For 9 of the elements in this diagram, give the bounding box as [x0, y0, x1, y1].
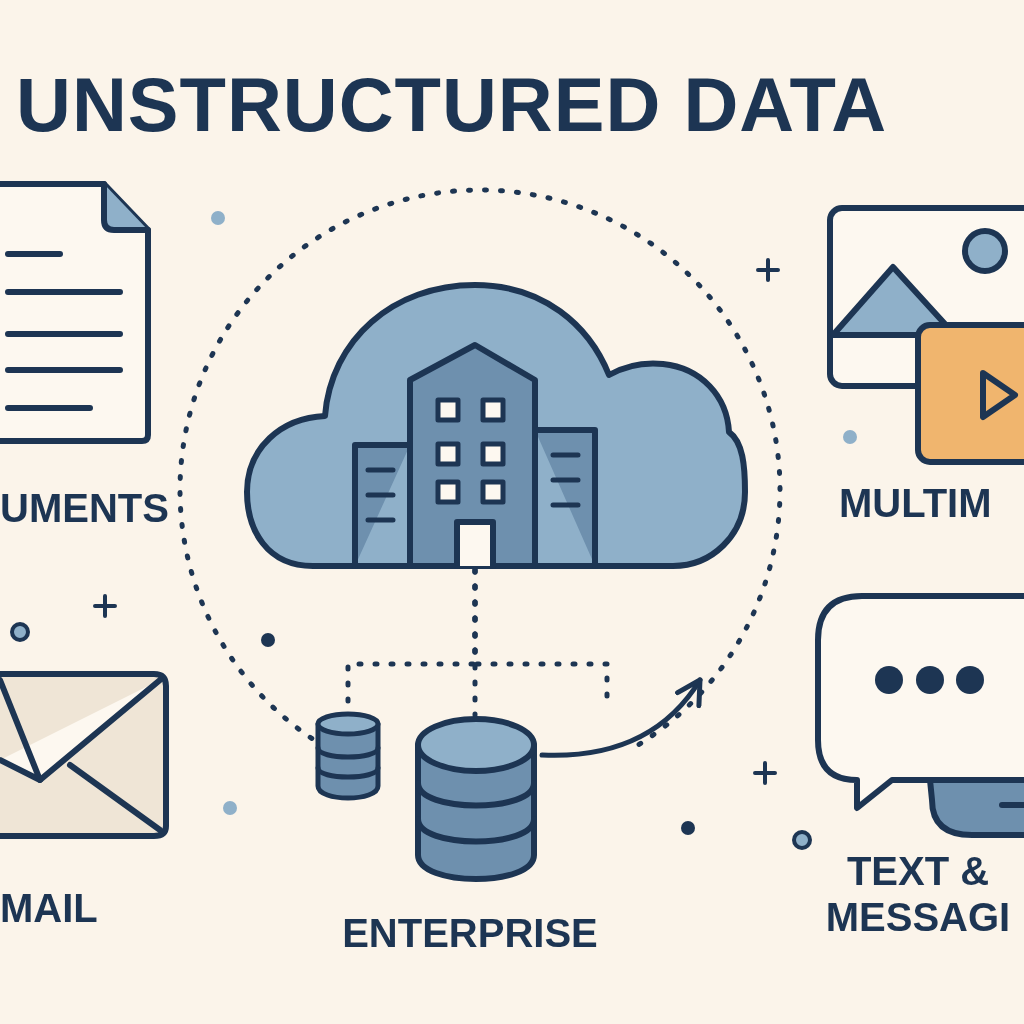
node-label: MAIL [0, 885, 99, 932]
small-database-icon [314, 710, 382, 802]
cloud-with-building-drawing [243, 280, 748, 570]
node-label: UMENTS [0, 485, 170, 532]
arrow [539, 677, 703, 758]
node-label: ENTERPRISE [341, 910, 599, 957]
node-label: TEXT & MESSAGI [824, 848, 1012, 940]
node-label: MULTIM [839, 480, 993, 527]
title: UNSTRUCTURED DATA [16, 61, 888, 149]
